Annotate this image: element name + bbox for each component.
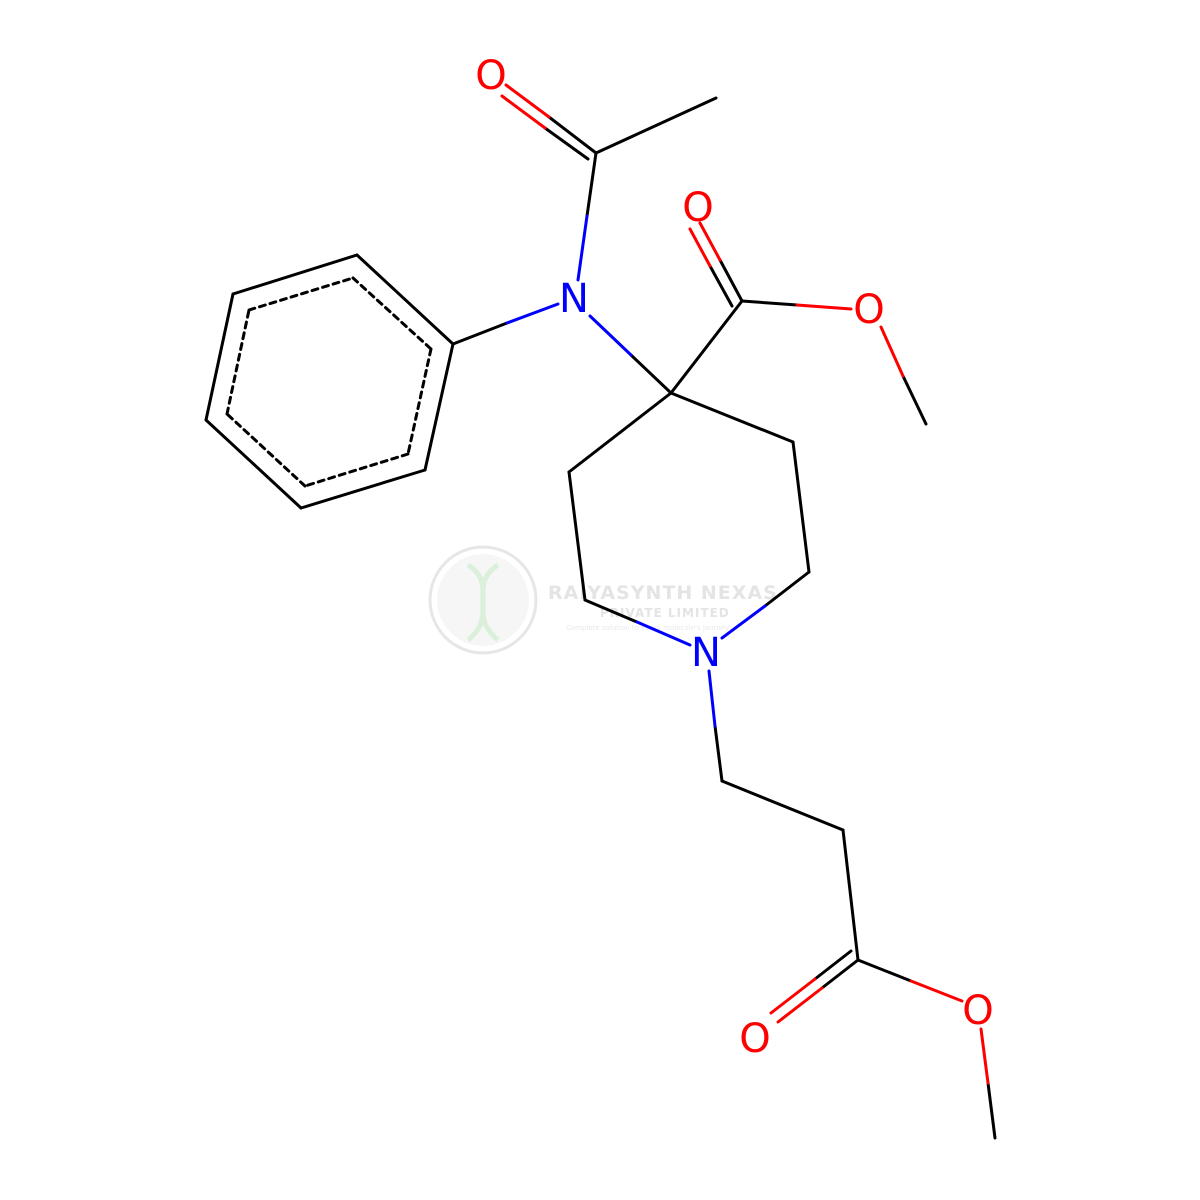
bond-ester-co-red-a [698,221,722,262]
atom-label-o-acetyl: O [475,53,506,99]
bond-n-c4-blue [588,314,633,357]
atom-labels: O N O O N O O [475,53,993,1062]
aromatic-inner-3 [303,452,410,488]
bond-acetyl-c-methyl [594,96,718,155]
bond-ring-c4-c5 [567,391,673,474]
bond-phenyl-1 [355,253,455,346]
atom-label-o-ester-carbonyl: O [682,185,713,231]
oxygen-bonds [500,83,990,1085]
atom-label-n-amide: N [559,276,589,322]
bond-ester-methyl-black [901,374,928,426]
atom-label-n-piperidine: N [691,630,721,676]
bond-propanoate-co-red-a [776,986,824,1024]
watermark-dna-helix-icon [466,562,500,642]
bond-acetyl-co-black-b [543,126,590,161]
bond-acetyl-co-red-a [504,83,551,119]
bond-propanoate-c-o-red [909,979,964,1003]
aromatic-inner-6 [247,276,355,312]
phenyl-aromatic-inner [225,276,433,488]
bond-ester-methyl-red [879,325,905,378]
bond-ester-co-black-a [718,258,744,303]
bond-ester-co-black-b [708,264,734,308]
bond-ring-c6-n-black [583,598,639,624]
bond-ring-c3-c2 [791,440,811,574]
bond-chain-1 [720,779,845,832]
bond-phenyl-6 [231,253,359,296]
bond-phenyl-n-black [451,321,509,346]
bond-ring-c4-c3 [669,391,795,444]
bond-acetyl-co-black-a [547,115,598,155]
bond-chain-2 [841,828,860,962]
bond-n-c4-black [629,353,673,395]
bond-propanoate-c-o-black [856,958,913,983]
bond-phenyl-3 [299,468,427,510]
bond-ester-c-o-red [795,303,853,311]
atom-label-o-propanoate-ether: O [962,988,993,1034]
bond-ester-c-o-black [740,299,799,307]
bond-acetyl-c-n-blue [576,214,589,282]
bond-c4-ester-c [669,299,744,395]
bond-ring-c6-n-blue [635,620,692,647]
watermark-company-line1: RAIYASYNTH NEXAS [548,582,778,604]
bond-n-chain-blue [707,669,717,728]
bond-propanoate-methyl-black [986,1081,997,1140]
bond-propanoate-co-black-b [813,949,853,981]
bond-ring-c5-c6 [567,470,587,602]
bond-acetyl-co-red-b [500,94,547,130]
bond-propanoate-co-red-b [769,977,817,1015]
watermark-logo-ring-icon [428,545,538,655]
bond-phenyl-2 [423,342,455,472]
aromatic-inner-1 [351,276,433,351]
bond-ester-co-red-b [688,227,712,268]
aromatic-inner-4 [225,412,307,488]
atom-label-o-propanoate-carbonyl: O [739,1016,770,1062]
aromatic-inner-2 [406,347,433,456]
watermark-company-line2: PRIVATE LIMITED [600,606,730,620]
aromatic-inner-5 [225,308,251,416]
bond-propanoate-co-black-a [820,958,860,990]
bond-phenyl-4 [204,418,303,510]
bond-ring-c2-n-blue [720,604,767,640]
bond-n-chain-black [713,724,724,783]
bond-acetyl-c-n-black [585,151,598,218]
carbon-bonds [204,96,997,1140]
bond-ring-c2-n-black [763,570,811,608]
bond-phenyl-n-blue [505,302,560,325]
bond-phenyl-5 [204,292,235,422]
nitrogen-bonds [505,214,767,728]
atom-label-o-ester-methoxy: O [853,287,884,333]
bond-propanoate-methyl-red [979,1027,990,1085]
